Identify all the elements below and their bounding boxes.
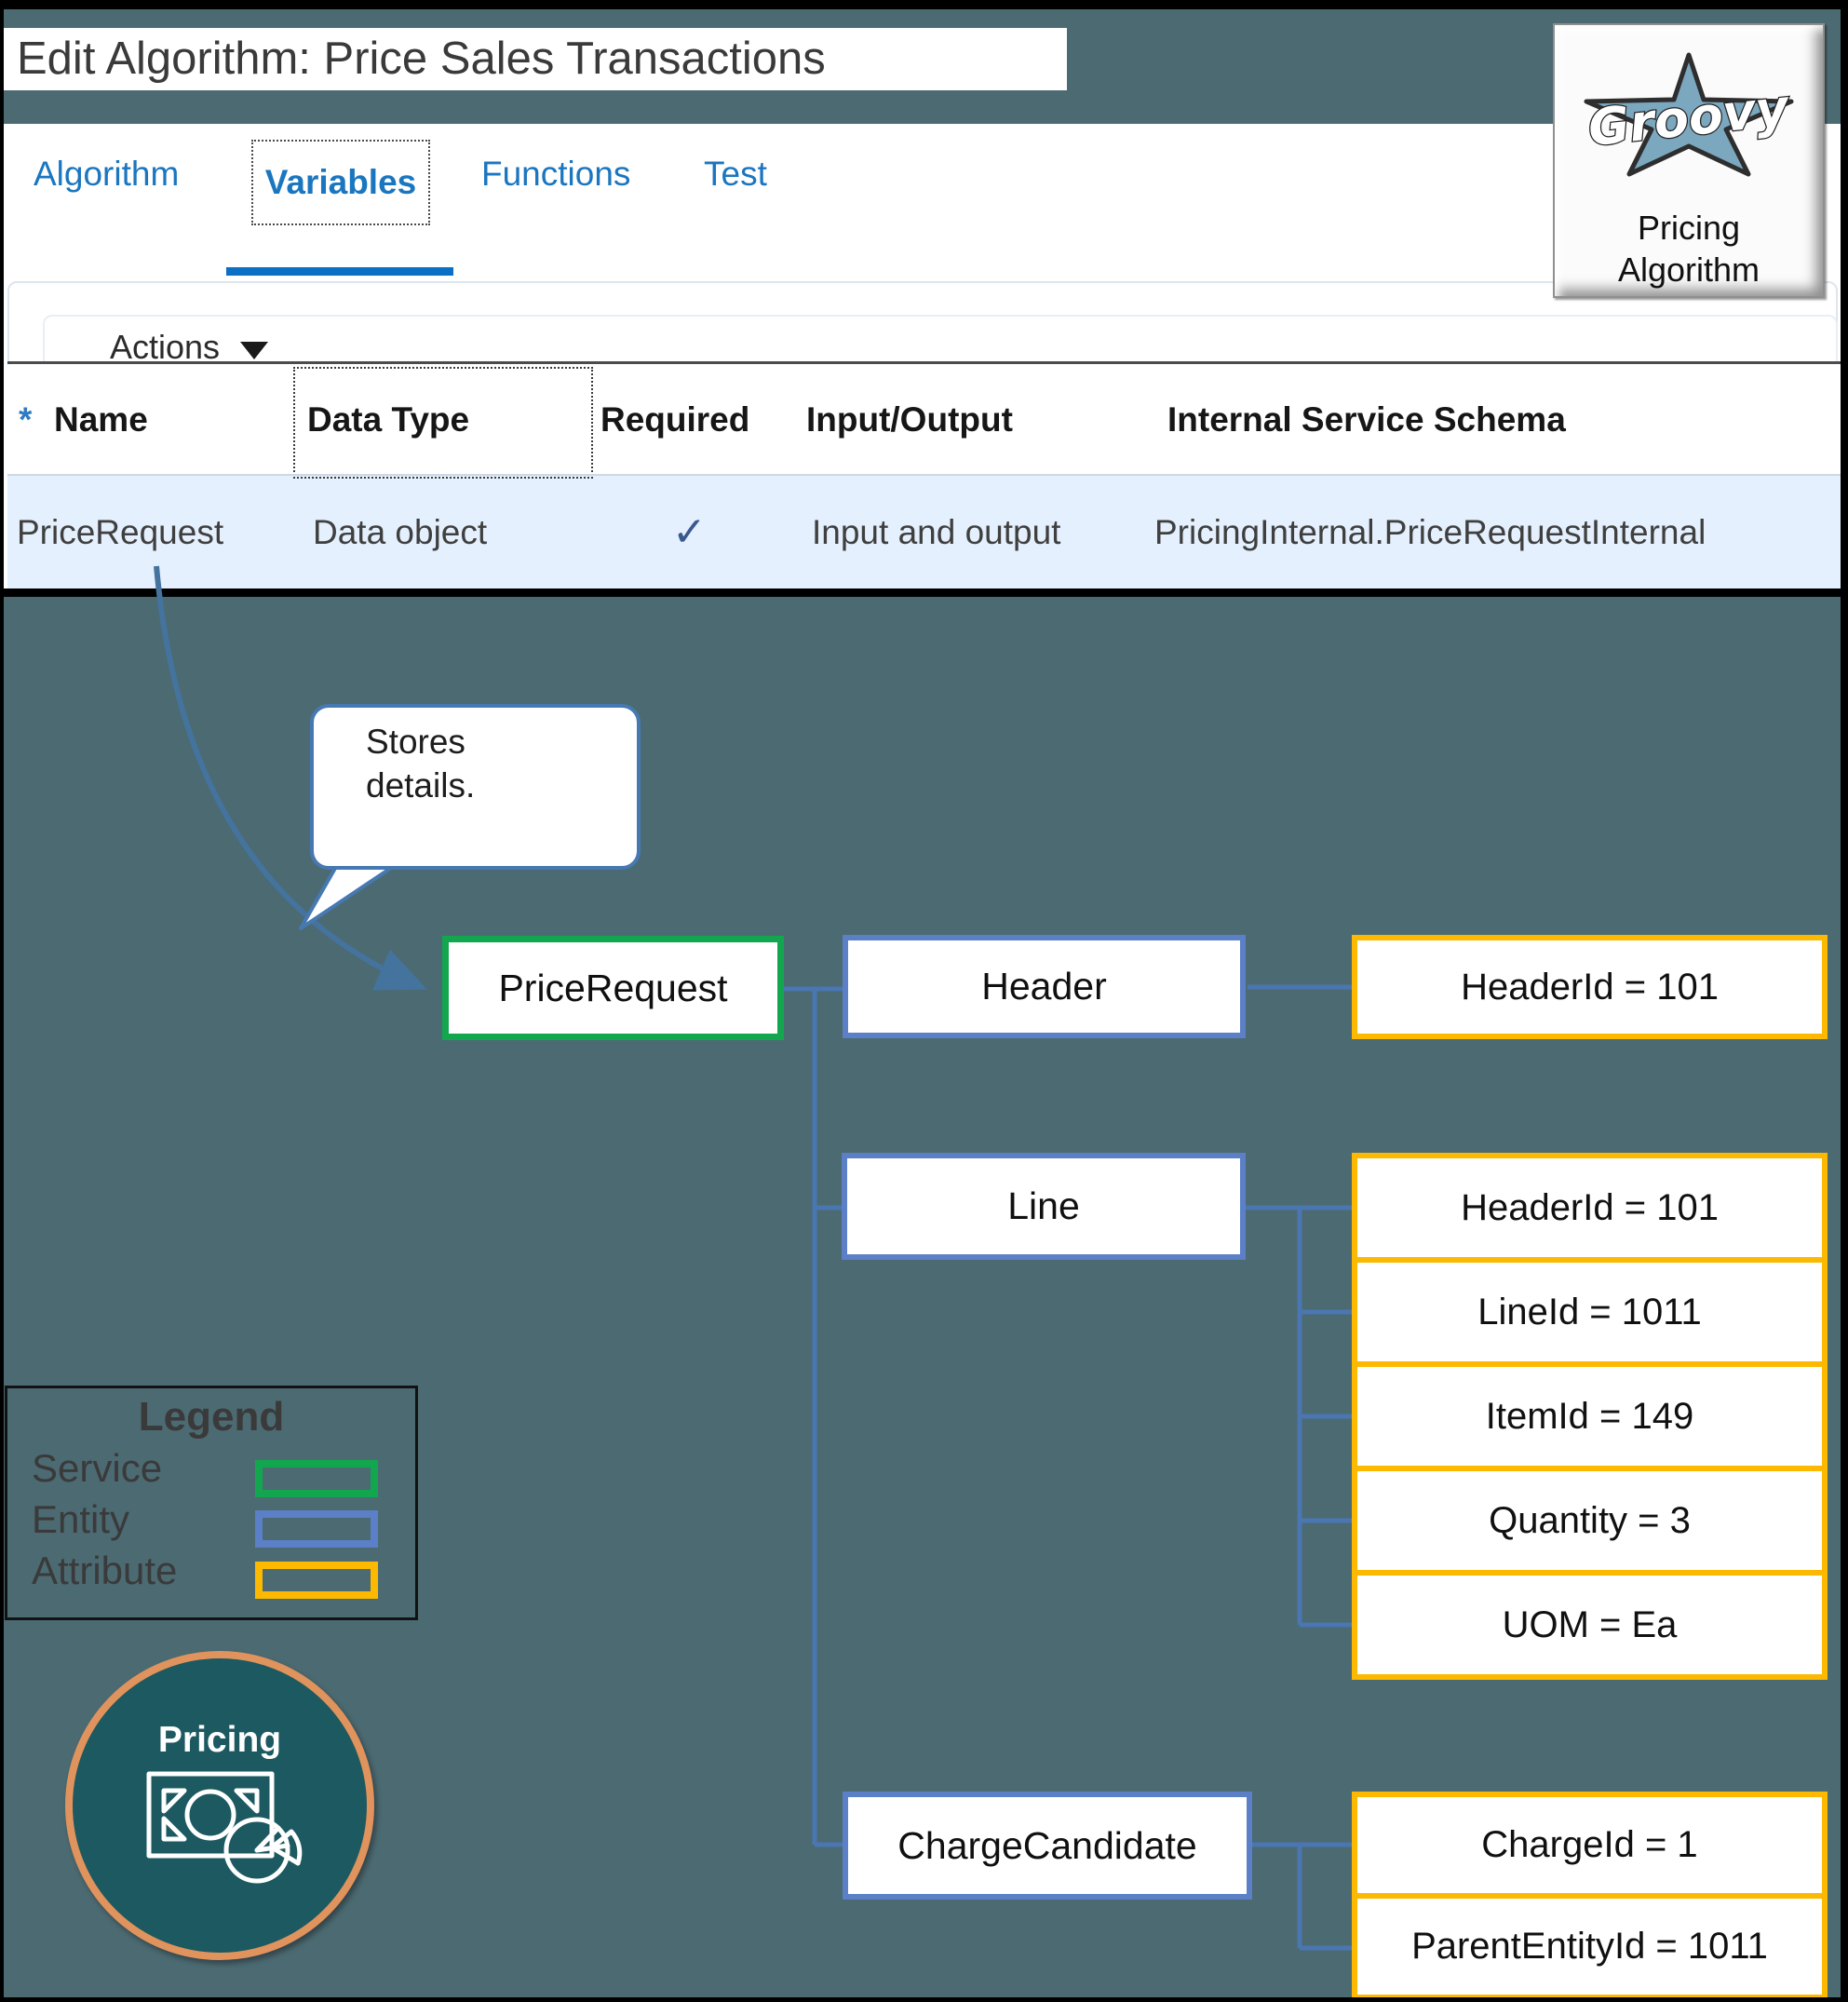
pricing-sticker: Pricing [65,1651,374,1960]
column-header-name[interactable]: Name [54,400,148,439]
cell-data-type: Data object [313,513,488,551]
pricing-sticker-label: Pricing [157,1720,282,1760]
legend-label-service: Service [32,1446,163,1490]
legend-label-entity: Entity [32,1497,130,1541]
table-header-top-border [7,361,1841,364]
tab-algorithm[interactable]: Algorithm [34,155,180,193]
entity-node-chargecandidate: ChargeCandidate [843,1792,1252,1900]
tab-variables-label: Variables [264,163,417,201]
attribute-headerid-header: HeaderId = 101 [1352,935,1828,1039]
actions-menu-button[interactable]: Actions [110,328,269,367]
badge-caption: Pricing Algorithm [1555,207,1823,291]
actions-label: Actions [110,328,221,366]
column-header-schema[interactable]: Internal Service Schema [1167,400,1566,439]
groovy-logo-text: Groovy [1585,78,1794,157]
frame-border-right [1841,0,1848,2002]
dropdown-caret-icon [240,341,269,359]
badge-caption-line1: Pricing [1637,209,1741,247]
legend-title: Legend [138,1394,285,1440]
cell-input-output: Input and output [812,513,1061,551]
groovy-star-logo-icon: Groovy [1584,52,1795,177]
tab-functions[interactable]: Functions [481,155,631,193]
money-pie-chart-icon [146,1771,303,1884]
required-marker: * [19,400,33,439]
legend-swatch-attribute [255,1562,378,1599]
legend: Legend Service Entity Attribute [5,1386,418,1620]
panel-bottom-border [4,588,1841,597]
frame-border-left [0,0,4,2002]
required-check-icon: ✓ [672,509,707,555]
groovy-badge: Groovy Pricing Algorithm [1553,23,1825,298]
badge-caption-line2: Algorithm [1617,250,1760,289]
active-tab-underline [226,267,453,276]
tab-test[interactable]: Test [704,155,767,193]
column-header-input-output[interactable]: Input/Output [806,400,1013,439]
table-header-row [7,364,1841,475]
attribute-chargeid: ChargeId = 1 [1352,1792,1828,1899]
entity-node-header: Header [843,935,1246,1038]
frame-border-bottom [0,1997,1848,2002]
column-header-required[interactable]: Required [600,400,750,439]
entity-node-line: Line [842,1153,1246,1260]
legend-label-attribute: Attribute [32,1549,178,1592]
callout-bubble: Stores details. [310,704,641,870]
tab-variables[interactable]: Variables [251,140,430,225]
attribute-uom: UOM = Ea [1352,1570,1828,1680]
frame-border-top [0,0,1848,9]
legend-swatch-entity [255,1510,378,1548]
attribute-quantity: Quantity = 3 [1352,1466,1828,1576]
data-type-focus-outline [293,367,593,479]
column-header-data-type[interactable]: Data Type [307,400,470,439]
table-header-bottom-border [7,474,1841,476]
cell-name: PriceRequest [17,513,224,551]
attribute-itemid: ItemId = 149 [1352,1361,1828,1471]
page-title: Edit Algorithm: Price Sales Transactions [4,28,1067,90]
attribute-lineid: LineId = 1011 [1352,1257,1828,1367]
attribute-parententityid: ParentEntityId = 1011 [1352,1893,1828,2000]
attribute-headerid-line: HeaderId = 101 [1352,1153,1828,1263]
service-node-pricerequest: PriceRequest [442,936,784,1040]
cell-schema: PricingInternal.PriceRequestInternal [1154,513,1706,551]
legend-swatch-service [255,1460,378,1497]
